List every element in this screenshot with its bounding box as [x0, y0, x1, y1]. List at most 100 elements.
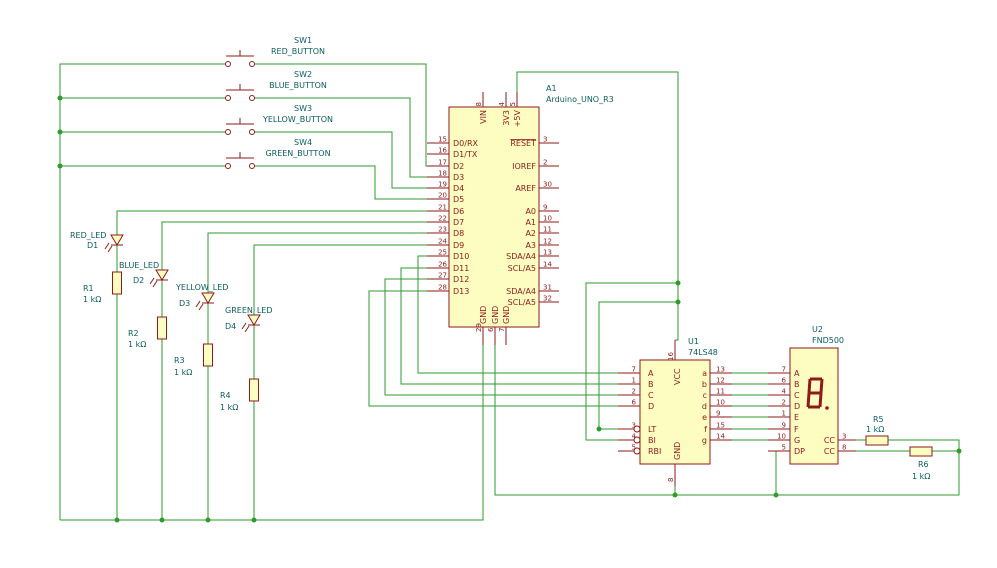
arduino-pin-name: SDA/A4 [506, 252, 536, 261]
arduino-pin-number: 23 [438, 226, 447, 234]
arduino-pin-number: 7 [498, 328, 506, 332]
arduino-pin-number: 31 [543, 284, 552, 292]
arduino-pin-name: D6 [453, 207, 464, 216]
led-name: RED_LED [70, 231, 106, 240]
wires [59, 63, 960, 521]
switch-contact [225, 129, 231, 135]
switch-contact [225, 95, 231, 101]
wire [768, 450, 777, 495]
resistor-body [112, 271, 122, 295]
decoder-pin-number: 10 [716, 399, 725, 407]
decoder-pin-name: g [702, 436, 707, 445]
arduino-pin-name: D7 [453, 218, 464, 227]
display-pin-name: DP [794, 447, 805, 456]
switch-ref: SW2 [294, 70, 312, 79]
arduino-pin-name: D9 [453, 241, 464, 250]
led-ray [152, 280, 158, 288]
arduino-ref: A1 [546, 84, 557, 93]
decimal-point [825, 406, 829, 410]
decoder-pin-name: b [702, 380, 707, 389]
wire [252, 165, 427, 200]
wire [516, 71, 679, 341]
arduino-pin-number: 30 [543, 181, 552, 189]
arduino-pin-number: 2 [543, 159, 547, 167]
display-value: FND500 [812, 336, 844, 345]
arduino-pin-name: IOREF [512, 162, 536, 171]
arduino-pin-name: AREF [515, 184, 536, 193]
display-pin-name: A [794, 369, 800, 378]
decoder-pin-name: RBI [648, 447, 661, 456]
resistor-value: 1 kΩ [174, 368, 192, 377]
wire [116, 210, 427, 235]
arduino-pin-name: D8 [453, 229, 464, 238]
led-name: GREEN_LED [225, 306, 273, 315]
display-pin-name: CC [824, 447, 836, 456]
arduino-pin-number: 13 [543, 249, 552, 257]
decoder-pin-number: 2 [632, 388, 636, 396]
led-ref: D2 [133, 276, 144, 285]
arduino-pin-name: SCL/A5 [508, 264, 536, 273]
decoder-pin-name: f [704, 425, 707, 434]
arduino-pin-number: 22 [438, 215, 447, 223]
decoder-pin-number: 11 [716, 388, 725, 396]
decoder-pin-number: 14 [716, 433, 725, 441]
arduino-pin-number: 16 [438, 147, 447, 155]
arduino-pin-number: 26 [438, 261, 447, 269]
junction-dot [57, 129, 63, 135]
decoder-pin-number: 3 [632, 422, 636, 430]
arduino-pin-name: RESET [510, 139, 536, 148]
arduino-pin-name: GND [502, 306, 511, 324]
resistor-body [249, 378, 259, 402]
arduino-pin-name: A1 [525, 218, 536, 227]
wire [494, 345, 960, 496]
display-pin-number: 7 [782, 366, 786, 374]
arduino-pin-number: 29 [475, 323, 483, 332]
decoder-pin-name: VCC [673, 368, 682, 385]
arduino-pin-number: 28 [438, 284, 447, 292]
arduino-pin-number: 11 [543, 226, 552, 234]
display-pin-name: G [794, 436, 800, 445]
decoder-pin-number: 16 [667, 351, 675, 360]
seven-segment [818, 392, 823, 408]
display-pin-name: E [794, 413, 799, 422]
resistor-value: 1 kΩ [220, 403, 238, 412]
seven-segment [807, 378, 812, 394]
led-name: BLUE_LED [119, 261, 159, 270]
decoder-pin-name: LT [648, 425, 656, 434]
display-pin-name: D [794, 402, 800, 411]
junction-dot [773, 492, 779, 498]
decoder-pin-name: a [702, 369, 707, 378]
display-pin-name: B [794, 380, 800, 389]
resistor-value: 1 kΩ [128, 340, 146, 349]
led-name: YELLOW_LED [175, 283, 228, 292]
switch-name: GREEN_BUTTON [265, 149, 330, 158]
display-pin-number: 10 [777, 433, 786, 441]
arduino-pin-name: D10 [453, 252, 469, 261]
resistor-ref: R4 [220, 391, 231, 400]
led-ray [149, 277, 155, 285]
arduino-pin-name: D3 [453, 173, 464, 182]
wire [207, 232, 427, 293]
decoder-body [639, 359, 711, 465]
inversion-bubble [633, 447, 641, 455]
arduino-pin-name: +5V [513, 109, 522, 127]
inversion-bubble [633, 436, 641, 444]
arduino-pin-name: D13 [453, 287, 469, 296]
arduino-pin-number: 5 [509, 102, 517, 106]
led-body [155, 269, 169, 281]
display-pin-name: F [794, 425, 799, 434]
led-ray [198, 303, 204, 311]
arduino-pin-name: D12 [453, 275, 469, 284]
wire [585, 282, 678, 441]
led-body [110, 234, 124, 246]
junction-dot [956, 448, 962, 454]
decoder-ref: U1 [688, 337, 699, 346]
arduino-pin-number: 27 [438, 272, 447, 280]
arduino-pin-name: A0 [525, 207, 536, 216]
wire [252, 131, 427, 189]
decoder-pin-name: A [648, 369, 654, 378]
display-pin-number: 1 [782, 410, 786, 418]
decoder-pin-name: B [648, 380, 654, 389]
decoder-pin-number: 7 [632, 366, 636, 374]
switch-ref: SW1 [294, 36, 312, 45]
